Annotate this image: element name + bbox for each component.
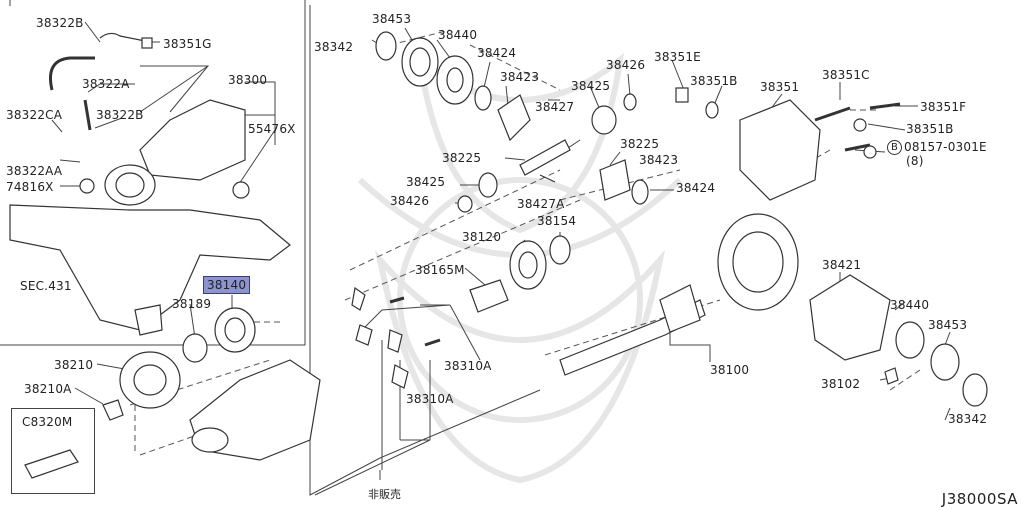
label-38310A-right[interactable]: 38310A <box>444 359 492 373</box>
label-38351F[interactable]: 38351F <box>920 100 967 114</box>
diagram-code: J38000SA <box>941 490 1018 508</box>
label-38453-right[interactable]: 38453 <box>928 318 968 332</box>
label-38102[interactable]: 38102 <box>821 377 861 391</box>
label-38322A[interactable]: 38322A <box>82 77 130 91</box>
label-38322AA[interactable]: 38322AA <box>6 164 63 178</box>
label-38351G[interactable]: 38351G <box>163 37 212 51</box>
label-38225-left[interactable]: 38225 <box>442 151 482 165</box>
not-for-sale-label: 非販売 <box>368 488 401 501</box>
label-38423-mid[interactable]: 38423 <box>639 153 679 167</box>
label-38189[interactable]: 38189 <box>172 297 212 311</box>
label-38165M[interactable]: 38165M <box>415 263 465 277</box>
leader-lines-left <box>51 21 276 405</box>
label-38425-top[interactable]: 38425 <box>571 79 611 93</box>
label-38300[interactable]: 38300 <box>228 73 268 87</box>
label-38427A[interactable]: 38427A <box>517 197 565 211</box>
label-38426-mid[interactable]: 38426 <box>390 194 430 208</box>
label-74816X[interactable]: 74816X <box>6 180 54 194</box>
label-38342-top[interactable]: 38342 <box>314 40 354 54</box>
label-38342-right[interactable]: 38342 <box>948 412 988 426</box>
label-38322CA[interactable]: 38322CA <box>6 108 63 122</box>
c8320m-box: C8320M <box>11 408 95 494</box>
label-38425-mid[interactable]: 38425 <box>406 175 446 189</box>
label-08157-0301E[interactable]: 08157-0301E <box>904 140 987 154</box>
label-38322B-mid[interactable]: 38322B <box>96 108 144 122</box>
label-55476X[interactable]: 55476X <box>248 122 296 136</box>
label-38421[interactable]: 38421 <box>822 258 862 272</box>
label-38351E[interactable]: 38351E <box>654 50 701 64</box>
label-38427[interactable]: 38427 <box>535 100 575 114</box>
label-38225-right[interactable]: 38225 <box>620 137 660 151</box>
label-38423-top[interactable]: 38423 <box>500 70 540 84</box>
parts-right <box>351 31 988 407</box>
label-38424-top[interactable]: 38424 <box>477 46 517 60</box>
label-08157-qty: (8) <box>906 154 924 168</box>
label-C8320M[interactable]: C8320M <box>22 415 73 429</box>
label-38210A[interactable]: 38210A <box>24 382 72 396</box>
label-38154[interactable]: 38154 <box>537 214 577 228</box>
label-38351B-top[interactable]: 38351B <box>690 74 738 88</box>
circle-b-marker: B <box>887 140 902 155</box>
label-sec431[interactable]: SEC.431 <box>20 279 72 293</box>
parts-left <box>9 32 321 479</box>
label-38140-highlighted[interactable]: 38140 <box>203 276 251 294</box>
label-38440-top[interactable]: 38440 <box>438 28 478 42</box>
label-38453-top[interactable]: 38453 <box>372 12 412 26</box>
label-38322B[interactable]: 38322B <box>36 16 84 30</box>
label-38100[interactable]: 38100 <box>710 363 750 377</box>
label-38351[interactable]: 38351 <box>760 80 800 94</box>
label-38424-mid[interactable]: 38424 <box>676 181 716 195</box>
label-38426-top[interactable]: 38426 <box>606 58 646 72</box>
label-38351C[interactable]: 38351C <box>822 68 870 82</box>
label-38351B-right[interactable]: 38351B <box>906 122 954 136</box>
frame-lines <box>0 0 541 496</box>
label-38440-right[interactable]: 38440 <box>890 298 930 312</box>
label-38120[interactable]: 38120 <box>462 230 502 244</box>
label-38210[interactable]: 38210 <box>54 358 94 372</box>
label-38310A-bottom[interactable]: 38310A <box>406 392 454 406</box>
